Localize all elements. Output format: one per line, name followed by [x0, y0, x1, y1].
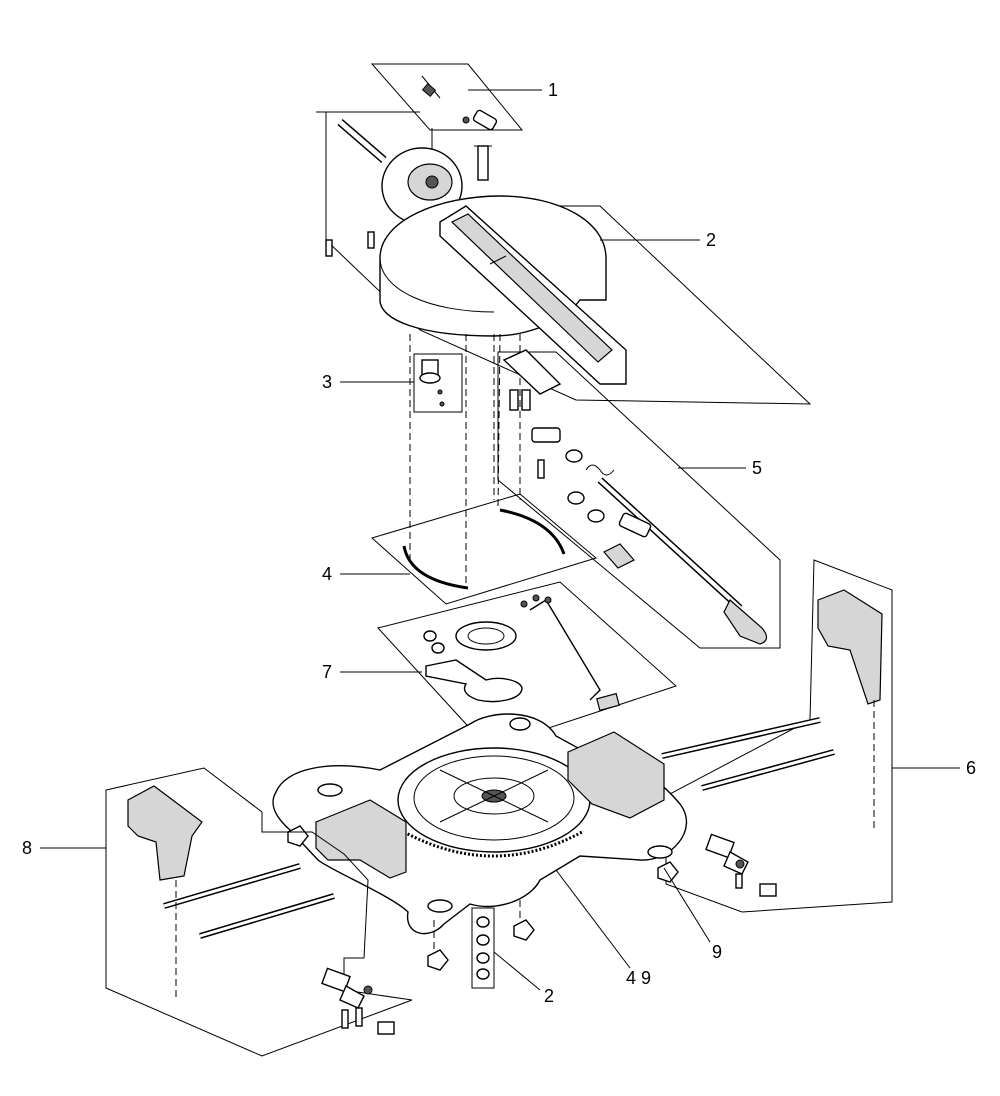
- group-4-outline: [370, 493, 598, 605]
- group-8-outline: [105, 767, 413, 1057]
- group-2-washers: [471, 907, 495, 989]
- group-1-latch-parts: [370, 63, 524, 181]
- group-5-lock-handle: [497, 349, 781, 649]
- leader-lines: [40, 89, 960, 991]
- callout-6: 6: [966, 758, 976, 778]
- group-2-upper-table: [316, 111, 812, 405]
- foot-left: [287, 825, 309, 847]
- left-end-cap: [127, 785, 203, 881]
- handle-knob: [723, 599, 768, 645]
- group-3-outline: [413, 353, 463, 413]
- feet: [287, 825, 679, 971]
- right-fence-block: [567, 731, 665, 819]
- group-1-outline: [370, 63, 524, 131]
- callout-7: 7: [322, 662, 332, 682]
- callout-8: 8: [22, 838, 32, 858]
- group-7-outline: [377, 581, 677, 749]
- detent-lever: [425, 659, 523, 703]
- group-6-right-extension: [661, 559, 893, 913]
- group-8-left-extension: [105, 767, 413, 1057]
- foot-front-left: [427, 949, 449, 971]
- callout-labels: 1 2 3 5 4 7 6 8 9 4 9 2: [22, 80, 976, 1006]
- callout-9: 9: [712, 942, 722, 962]
- left-fence-block: [315, 799, 407, 879]
- group-3-bracket: [413, 353, 463, 413]
- foot-right: [657, 861, 679, 883]
- group-7-detent-plate: [377, 581, 677, 749]
- callout-3: 3: [322, 372, 332, 392]
- group-4-detent-springs: [370, 493, 598, 605]
- right-end-cap: [817, 589, 883, 705]
- group-2-bottom-outline: [471, 907, 495, 989]
- callout-2-bottom: 2: [544, 986, 554, 1006]
- foot-front-right: [513, 919, 535, 941]
- callout-2-top: 2: [706, 230, 716, 250]
- group-5-outline: [497, 351, 781, 649]
- callout-4: 4: [322, 564, 332, 584]
- callout-1: 1: [548, 80, 558, 100]
- callout-49: 4 9: [626, 968, 651, 988]
- callout-5: 5: [752, 458, 762, 478]
- group-6-outline: [665, 559, 893, 913]
- pin-part: [477, 145, 489, 181]
- saw-base: [272, 713, 687, 935]
